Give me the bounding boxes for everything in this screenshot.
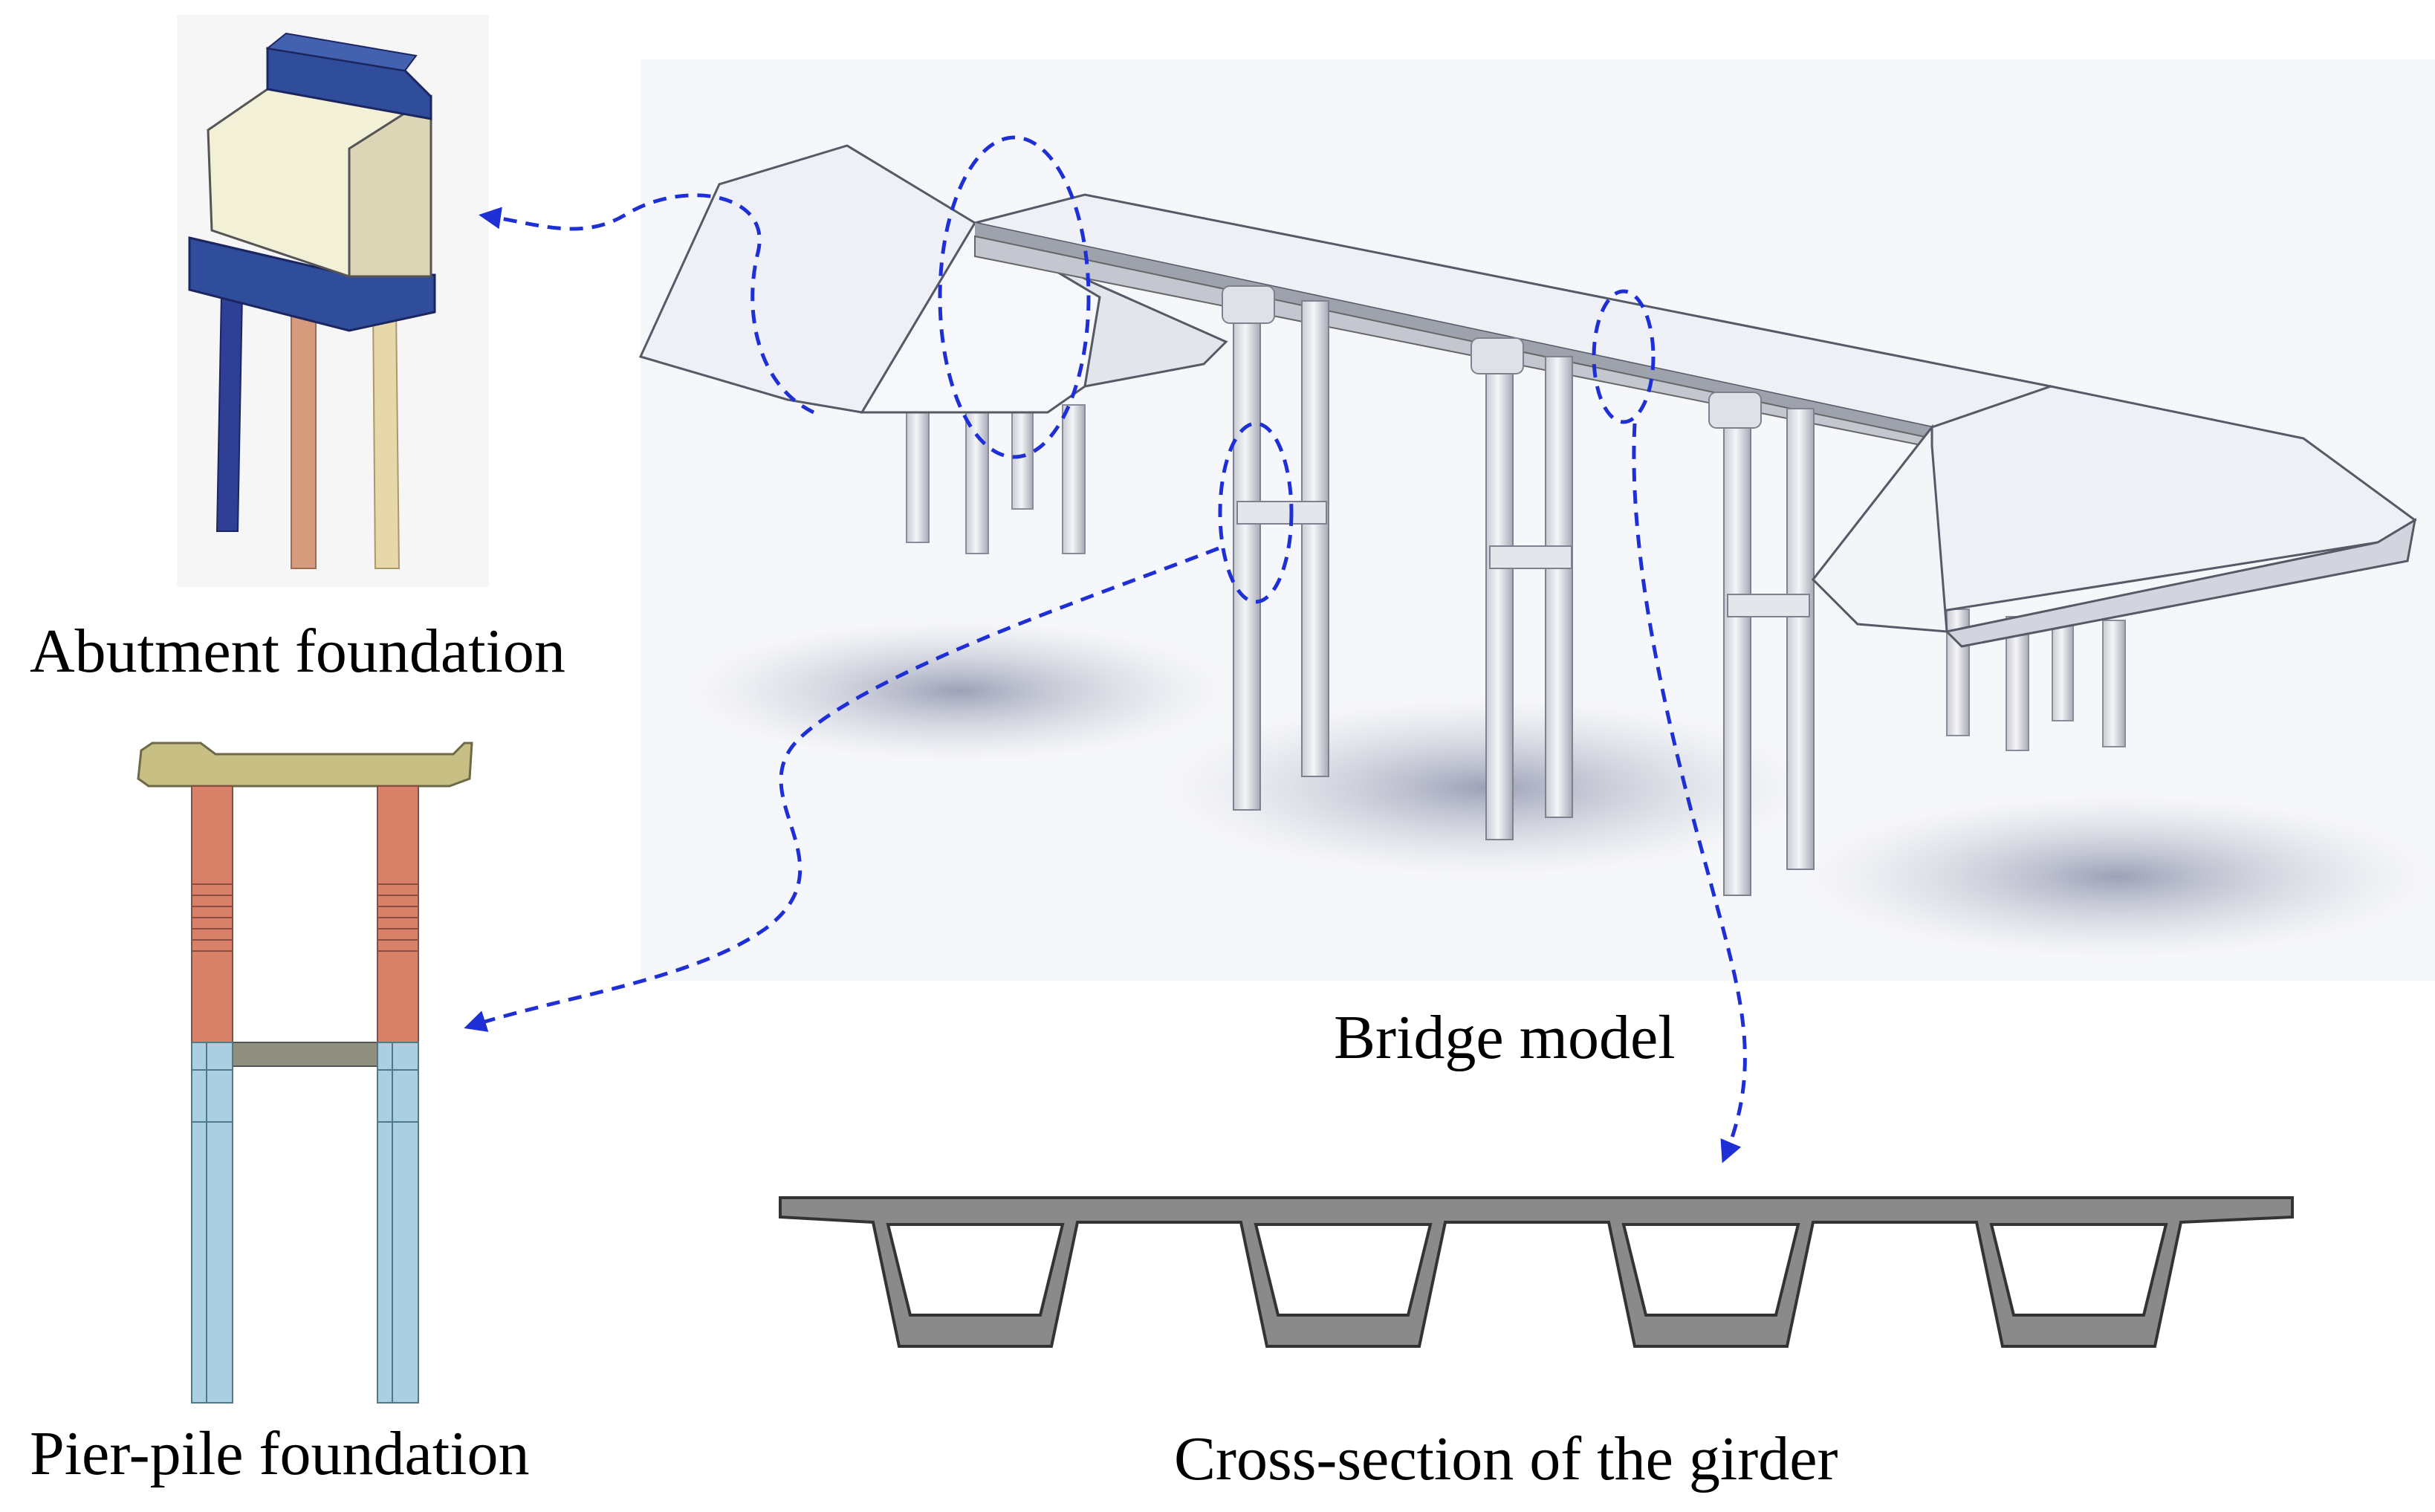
abutment-pile-cream — [372, 308, 401, 569]
arrow-to-girder — [1632, 423, 1747, 1164]
abutment-foundation-model — [177, 15, 489, 587]
pier-bent-3 — [1708, 392, 1815, 896]
girder-section-shape — [779, 1196, 2294, 1348]
pier-column-mesh — [192, 883, 418, 952]
left-abutment — [638, 144, 1228, 414]
girder-cross-section — [779, 1196, 2294, 1348]
arrow-to-pier — [464, 546, 1219, 1032]
pier-cap-beam — [137, 742, 473, 788]
pier-bent-2 — [1471, 337, 1573, 840]
girder-cross-section-caption: Cross-section of the girder — [1174, 1424, 1838, 1493]
pier-bent-1 — [1222, 285, 1329, 811]
abutment-pile-copper — [291, 315, 317, 569]
pier-tie-beam — [232, 1042, 378, 1067]
ground-shadow-left — [691, 620, 1226, 762]
pier-pile-left — [191, 1042, 233, 1404]
abutment-foundation-caption: Abutment foundation — [30, 617, 565, 686]
pier-pile-foundation-caption: Pier-pile foundation — [30, 1419, 530, 1488]
abutment-backwall-top — [265, 32, 418, 72]
callout-ellipse-pier — [1218, 421, 1294, 604]
arrow-to-abutment — [479, 193, 815, 415]
pier-column-left — [191, 785, 233, 1043]
callout-ellipse-girder — [1592, 289, 1656, 424]
right-abutment — [1812, 385, 2417, 648]
pier-pile-foundation-model — [137, 742, 473, 1404]
right-abutment-piles — [1946, 609, 2126, 751]
pier-pile-mesh — [192, 1042, 418, 1403]
callout-ellipse-abutment — [938, 135, 1091, 459]
pier-column-right — [377, 785, 419, 1043]
callout-arrows — [464, 193, 1747, 1164]
abutment-pile-dark — [215, 293, 244, 532]
bridge-model — [638, 59, 2435, 981]
bridge-model-caption: Bridge model — [1334, 1003, 1676, 1072]
pier-pile-right — [377, 1042, 419, 1404]
ground-shadow-right — [1806, 795, 2430, 958]
deck-edge — [975, 223, 1932, 438]
